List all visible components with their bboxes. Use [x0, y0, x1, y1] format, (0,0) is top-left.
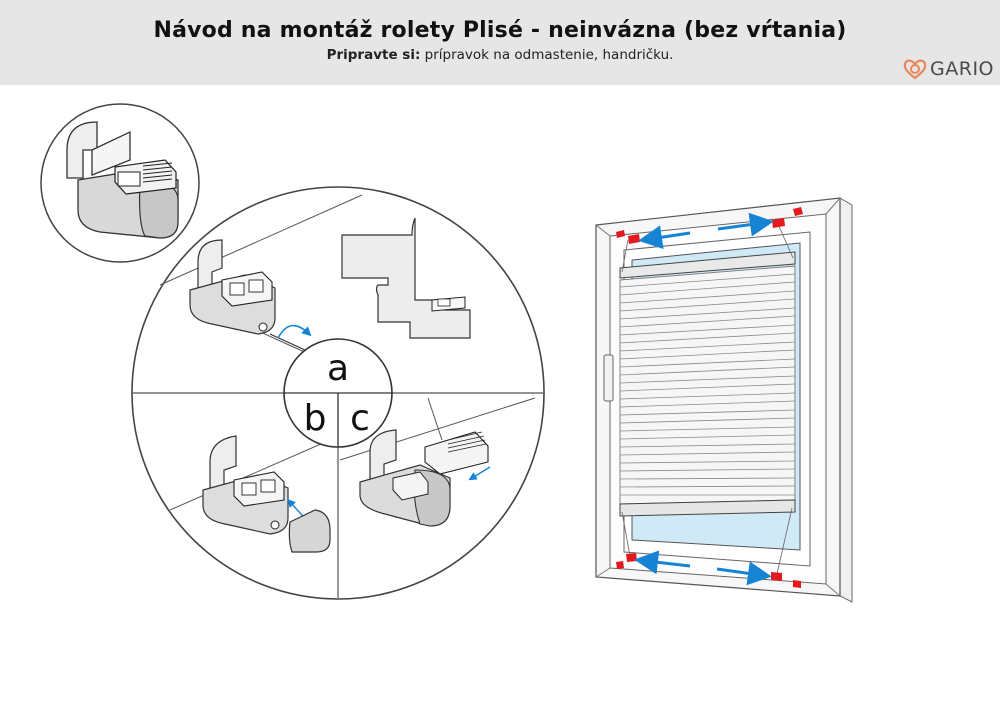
steps-circle: a b c: [131, 186, 545, 600]
gario-heart-logo-icon: [903, 59, 927, 80]
prepare-label: Pripravte si:: [326, 47, 421, 63]
page-title: Návod na montáž rolety Plisé - neinvázna…: [153, 18, 847, 43]
tension-clips: [616, 207, 803, 588]
blind-top-rail: [619, 251, 796, 279]
step-c-drawing: [339, 397, 536, 527]
header-bar: Návod na montáž rolety Plisé - neinvázna…: [0, 0, 1000, 85]
window-handle: [603, 354, 614, 402]
pleat-lines: [619, 273, 796, 496]
step-a-drawing: [159, 194, 471, 361]
detail-inset: [40, 103, 200, 263]
logo-text: GARIO: [930, 58, 994, 80]
step-c-label: c: [350, 398, 370, 439]
blind-bottom-rail: [619, 499, 796, 517]
prepare-text: prípravok na odmastenie, handričku.: [420, 47, 674, 63]
adjust-arrows: [634, 212, 774, 586]
window-illustration: [595, 197, 853, 603]
step-b-drawing: [169, 435, 331, 553]
step-b-label: b: [304, 398, 327, 439]
step-a-label: a: [327, 348, 349, 389]
prepare-note: Pripravte si: prípravok na odmastenie, h…: [0, 47, 1000, 63]
gario-logo: GARIO: [903, 57, 994, 81]
